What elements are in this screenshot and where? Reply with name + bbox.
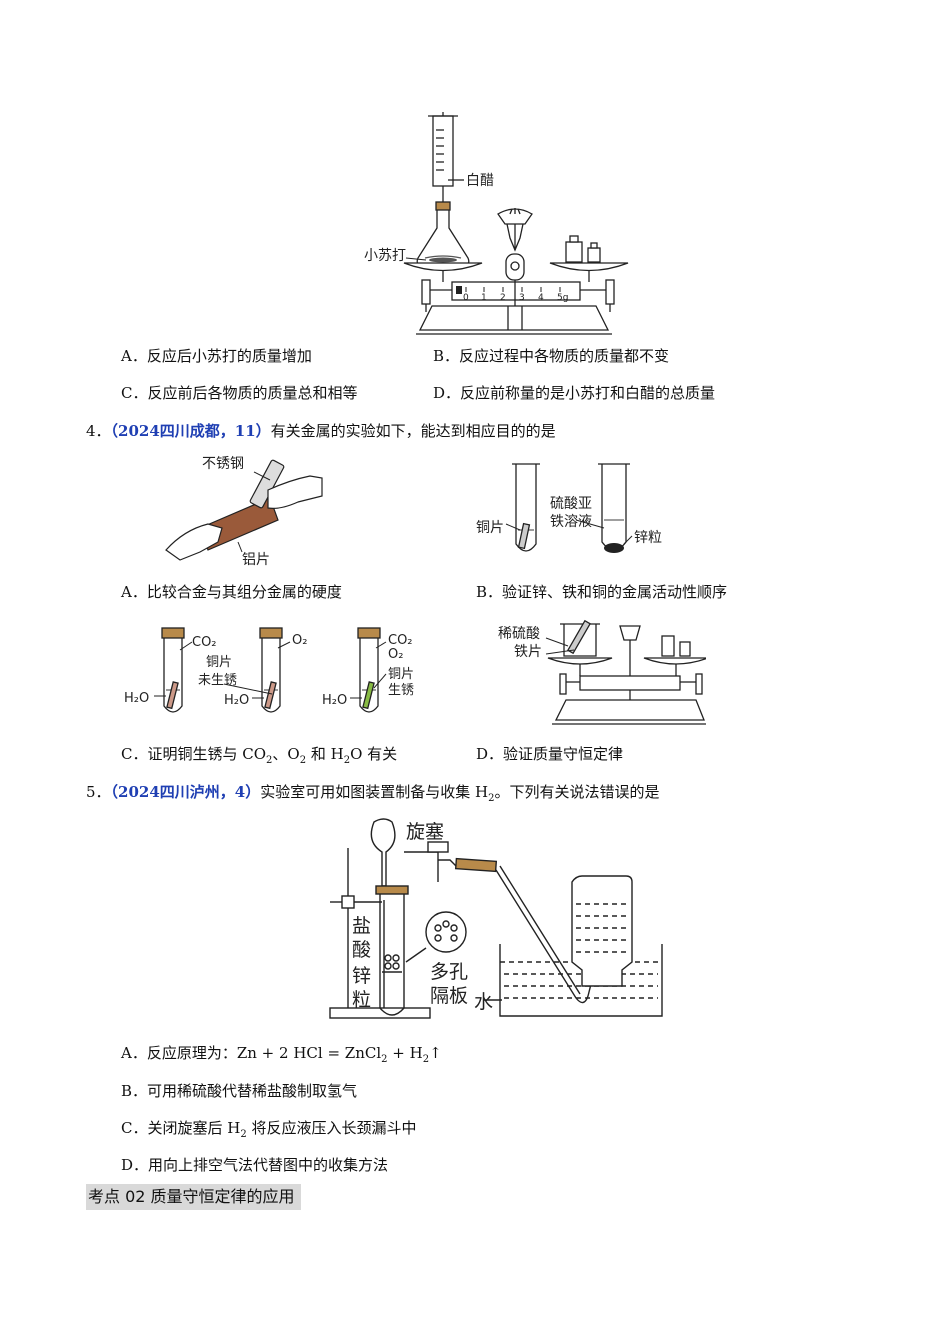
q3-option-c[interactable]: C．反应前后各物质的质量总和相等 xyxy=(121,384,358,402)
hydrogen-apparatus-figure: 旋塞 盐 酸 锌 粒 多孔 隔板 水 xyxy=(329,818,663,1019)
label-c-no-rust: 未生锈 xyxy=(198,673,237,688)
scale-tick-1: 1 xyxy=(481,293,487,303)
q5-option-c[interactable]: C．关闭旋塞后 H2 将反应液压入长颈漏斗中 xyxy=(121,1119,417,1140)
q4-option-c[interactable]: C．证明铜生锈与 CO2、O2 和 H2O 有关 xyxy=(121,745,398,766)
label-c-co2-1: CO₂ xyxy=(192,635,217,650)
q4-number: 4． xyxy=(86,422,111,440)
q4-c-text: C．证明铜生锈与 xyxy=(121,745,238,763)
q4-stem-text: 有关金属的实验如下，能达到相应目的的是 xyxy=(270,422,556,440)
label-c-h2o-2: H₂O xyxy=(224,693,249,708)
label-hcl-1: 盐 xyxy=(352,915,371,937)
q4-c-o: 、O xyxy=(272,745,300,763)
label-feso4-line2: 铁溶液 xyxy=(550,514,592,530)
label-zinc: 锌粒 xyxy=(634,530,662,546)
q4-option-a[interactable]: A．比较合金与其组分金属的硬度 xyxy=(121,583,342,601)
q4-stem: 4．（2024四川成都，11）有关金属的实验如下，能达到相应目的的是 xyxy=(86,421,556,441)
q5-source: （2024四川泸州，4） xyxy=(110,783,261,801)
label-c-cu: 铜片 xyxy=(206,655,232,670)
q5-c-post: 将反应液压入长颈漏斗中 xyxy=(246,1119,417,1137)
q5-option-b[interactable]: B．可用稀硫酸代替稀盐酸制取氢气 xyxy=(121,1082,358,1100)
q3-option-d[interactable]: D．反应前称量的是小苏打和白醋的总质量 xyxy=(433,384,716,402)
q4-option-b[interactable]: B．验证锌、铁和铜的金属活动性顺序 xyxy=(476,583,728,601)
q3-option-b[interactable]: B．反应过程中各物质的质量都不变 xyxy=(433,347,670,365)
q4-c-end: O 有关 xyxy=(350,745,398,763)
q3-option-a[interactable]: A．反应后小苏打的质量增加 xyxy=(121,347,312,365)
label-feso4-line1: 硫酸亚 xyxy=(550,496,592,512)
label-c-o2-2: O₂ xyxy=(292,633,307,648)
q5-a-post: ↑ xyxy=(429,1044,442,1062)
label-copper: 铜片 xyxy=(476,520,504,536)
balance-flask-figure: 白醋 小苏打 0 1 2 3 4 5g xyxy=(364,112,629,335)
label-d-acid: 稀硫酸 xyxy=(498,626,540,642)
q5-a-mid: + H xyxy=(387,1044,423,1062)
label-aluminum: 铝片 xyxy=(242,552,270,568)
q5-c-pre: C．关闭旋塞后 H xyxy=(121,1119,241,1137)
q5-stem-pre: 实验室可用如图装置制备与收集 H xyxy=(260,783,489,801)
q4-c-co: CO xyxy=(242,745,267,763)
label-zinc-1: 锌 xyxy=(352,965,371,987)
q4-option-d[interactable]: D．验证质量守恒定律 xyxy=(476,745,624,763)
label-stopcock: 旋塞 xyxy=(406,821,444,843)
scale-tick-2: 2 xyxy=(500,293,506,303)
label-hcl-2: 酸 xyxy=(352,939,371,961)
q5-a-pre: A．反应原理为：Zn + 2 HCl = ZnCl xyxy=(121,1044,382,1062)
copper-rust-tubes-figure: CO₂ H₂O O₂ 铜片 未生锈 H₂O CO₂ O₂ 铜片 生锈 H₂O xyxy=(124,627,414,713)
q5-stem: 5．（2024四川泸州，4）实验室可用如图装置制备与收集 H2。下列有关说法错误… xyxy=(86,783,660,804)
label-stainless-steel: 不锈钢 xyxy=(202,456,244,472)
section-heading: 考点 02 质量守恒定律的应用 xyxy=(86,1184,301,1210)
label-c-cu-3: 铜片 xyxy=(388,667,414,682)
label-baking-soda: 小苏打 xyxy=(364,247,406,264)
q5-stem-post: 。下列有关说法错误的是 xyxy=(494,783,660,801)
mass-conservation-balance-figure: 稀硫酸 铁片 xyxy=(498,619,706,725)
q5-option-d[interactable]: D．用向上排空气法代替图中的收集方法 xyxy=(121,1156,389,1174)
scratch-hardness-figure: 不锈钢 铝片 xyxy=(165,456,323,568)
label-water: 水 xyxy=(474,991,493,1013)
label-c-co2-3: CO₂ xyxy=(388,633,413,648)
label-c-o2-3: O₂ xyxy=(388,647,403,662)
label-zinc-2: 粒 xyxy=(352,989,371,1011)
label-d-iron: 铁片 xyxy=(514,644,542,660)
scale-tick-3: 3 xyxy=(519,293,525,303)
label-porous-plate-2: 隔板 xyxy=(430,985,468,1007)
label-c-rust: 生锈 xyxy=(388,683,414,698)
metal-activity-tubes-figure: 铜片 硫酸亚 铁溶液 锌粒 xyxy=(476,463,662,553)
q4-source: （2024四川成都，11） xyxy=(110,422,271,440)
q4-c-h: 和 H xyxy=(306,745,344,763)
label-vinegar: 白醋 xyxy=(466,173,494,189)
q5-option-a[interactable]: A．反应原理为：Zn + 2 HCl = ZnCl2 + H2↑ xyxy=(121,1044,442,1065)
scale-tick-0: 0 xyxy=(463,293,469,303)
label-porous-plate-1: 多孔 xyxy=(430,961,468,983)
scale-tick-4: 4 xyxy=(538,293,544,303)
label-c-h2o-3: H₂O xyxy=(322,693,347,708)
label-c-h2o-1: H₂O xyxy=(124,691,149,706)
scale-tick-5g: 5g xyxy=(557,293,568,303)
q5-number: 5． xyxy=(86,783,111,801)
